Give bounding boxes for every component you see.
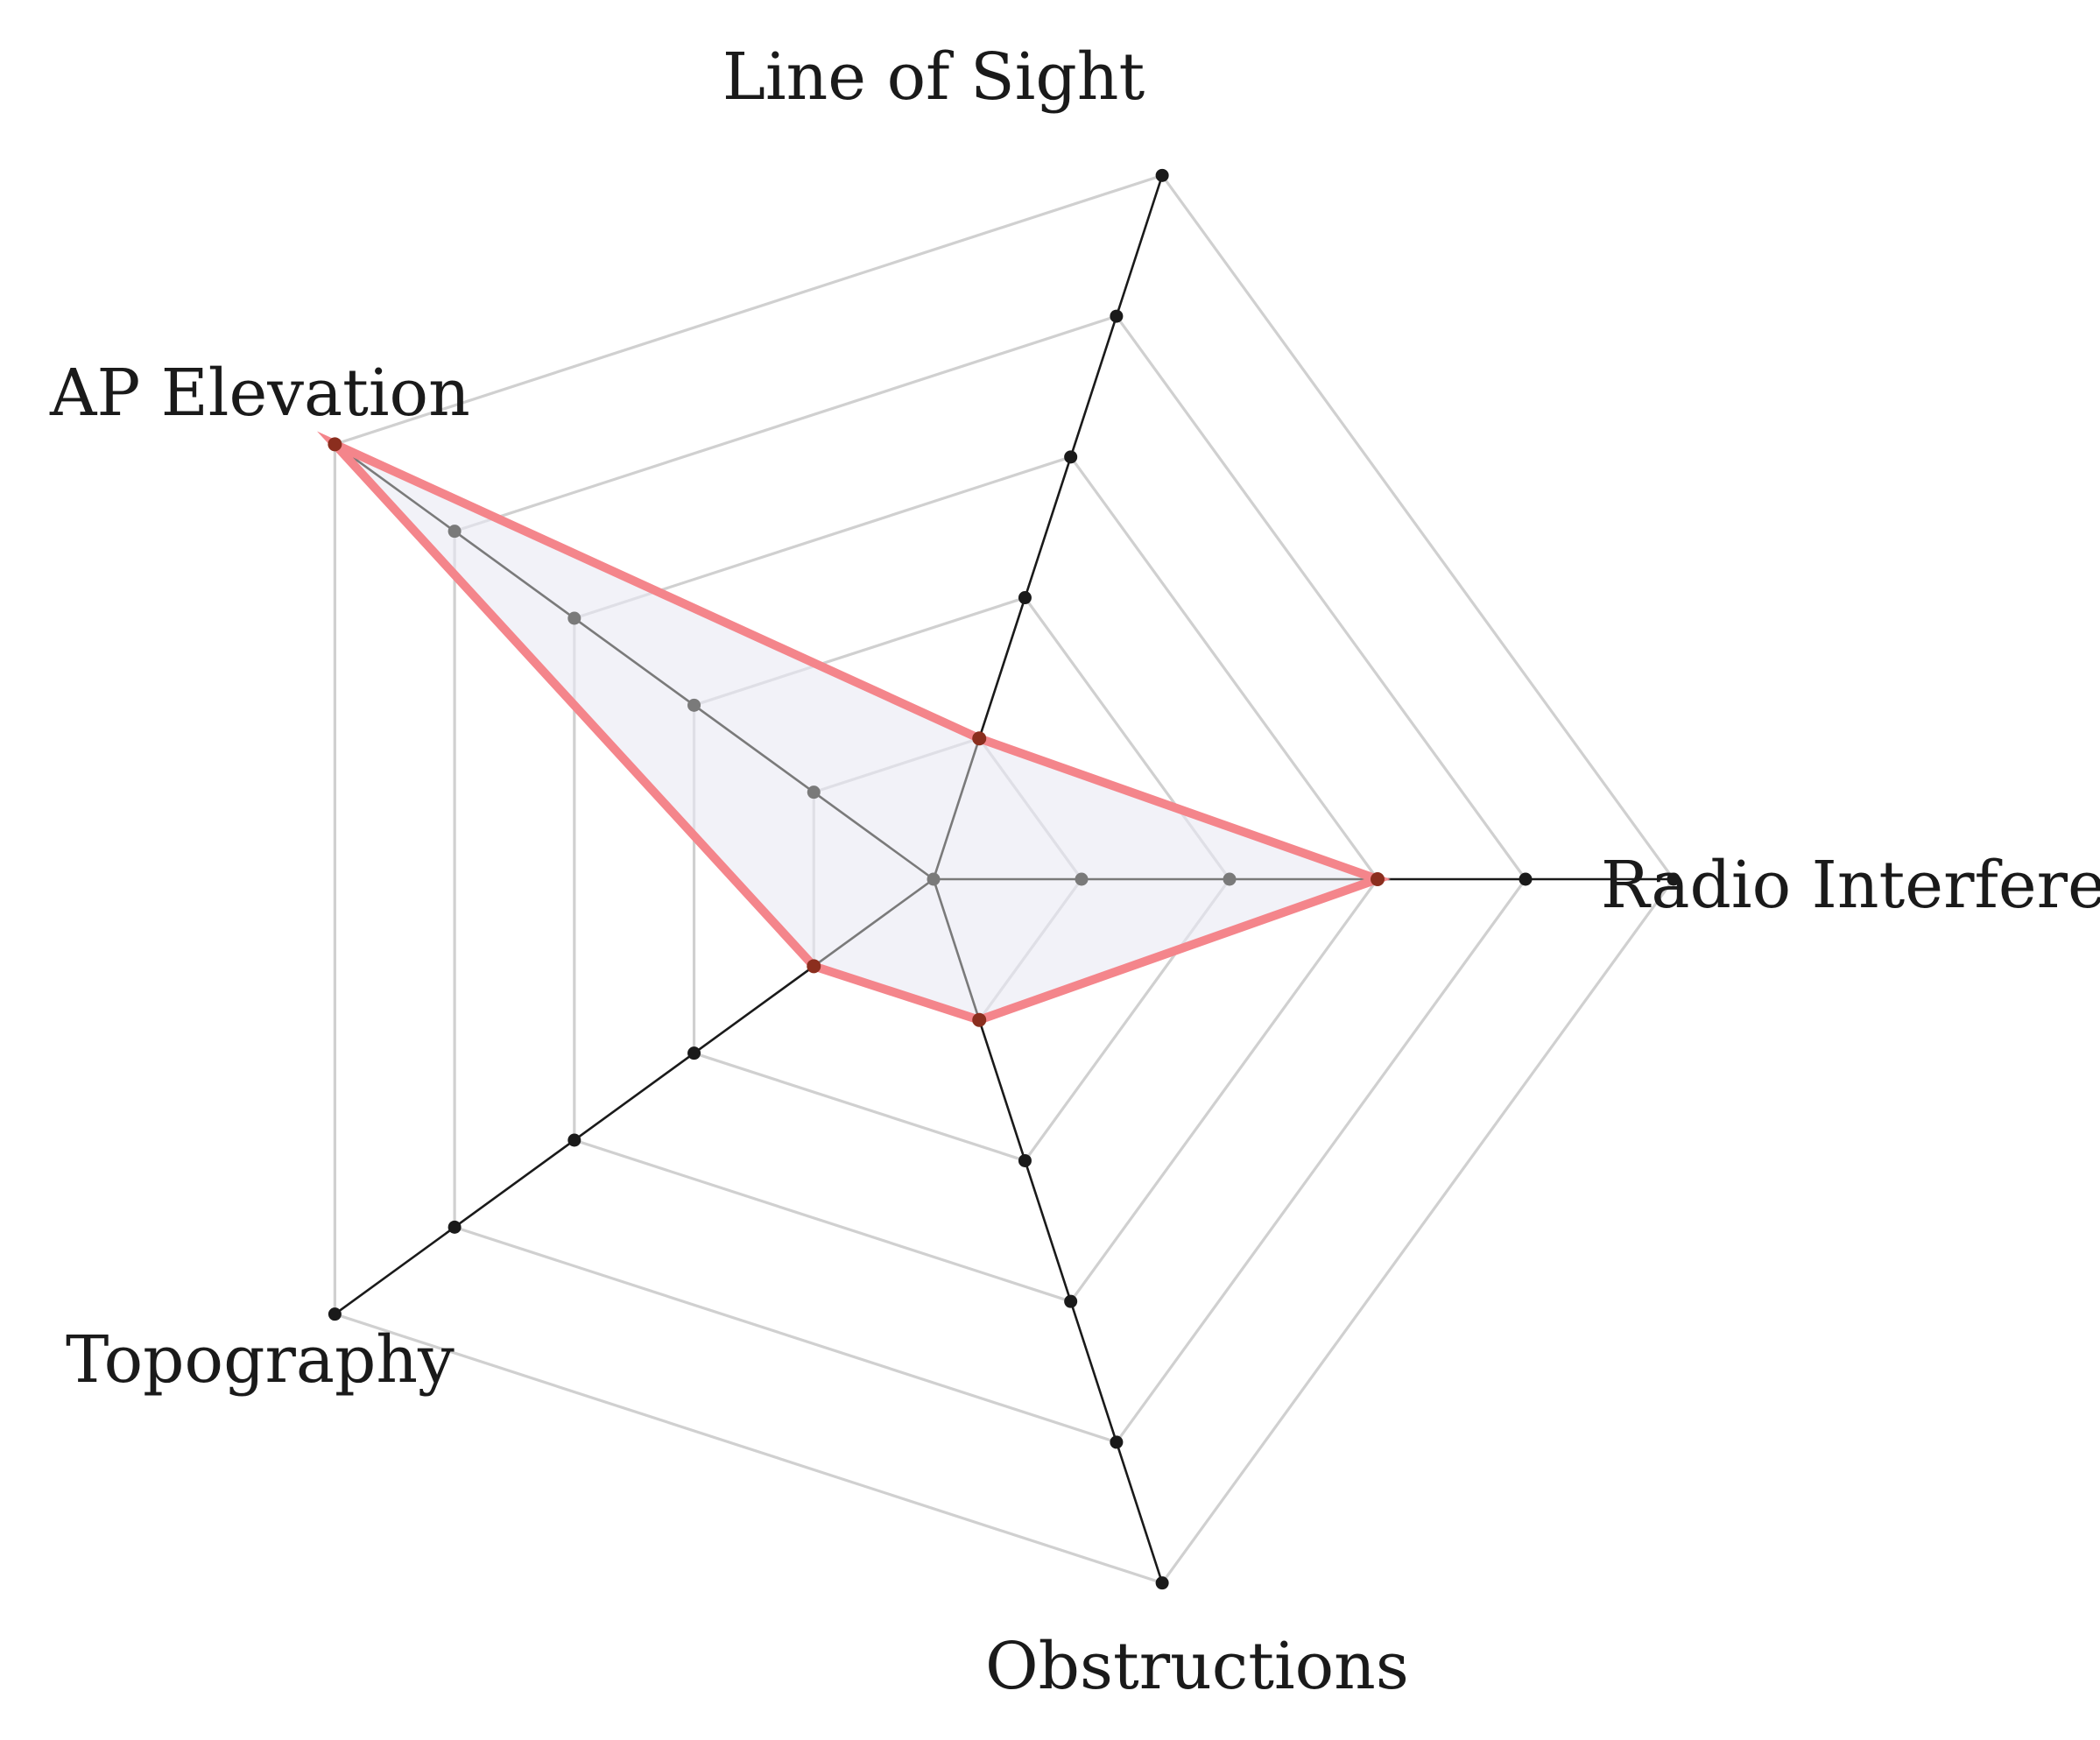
- axis-spoke-2: [932, 174, 1164, 880]
- axis-tick-dot: [328, 1307, 342, 1321]
- center-dot: [927, 872, 941, 886]
- series-fill-overlay: [335, 444, 1378, 1020]
- axis-tick-dot: [447, 525, 462, 539]
- axis-label-5: Obstructions: [985, 1629, 1409, 1704]
- axis-tick-dot: [687, 1046, 701, 1060]
- series-layer: [317, 431, 1392, 1027]
- axis-tick-dot: [1223, 872, 1237, 886]
- axis-label-3: AP Elevation: [49, 356, 470, 431]
- grid-ring-1: [812, 736, 1083, 1022]
- axis-tick-dot: [567, 611, 581, 625]
- axis-tick-dot: [1018, 1153, 1032, 1167]
- axis-tick-dot: [1110, 1435, 1124, 1449]
- grid-ring-3: [573, 454, 1379, 1304]
- axis-tick-dot: [447, 1220, 462, 1234]
- grid-ring-4: [453, 314, 1527, 1444]
- axis-spoke-5: [932, 878, 1164, 1584]
- axis-tick-dot: [567, 1133, 581, 1147]
- axis-tick-dot: [1075, 872, 1089, 886]
- axis-tick-dot: [687, 698, 701, 712]
- axis-tick-dot: [1018, 591, 1032, 605]
- axis-tick-dot: [1064, 1294, 1078, 1308]
- axis-label-1: Radio Interference: [1601, 848, 2100, 923]
- axis-tick-dot: [1064, 450, 1078, 464]
- axis-spoke-3: [334, 443, 934, 881]
- series-fill-layer: [335, 444, 1378, 1020]
- grid-layer: [333, 173, 1675, 1585]
- axis-label-4: Topography: [66, 1322, 455, 1398]
- grid-ring-2: [692, 595, 1231, 1163]
- axis-tick-dot: [1155, 168, 1169, 182]
- data-point: [328, 437, 342, 452]
- axis-tick-dot: [1155, 1576, 1169, 1590]
- series-fill: [335, 444, 1378, 1020]
- axis-label-2: Line of Sight: [722, 39, 1145, 115]
- axis-label-layer: Radio Interference Line of Sight AP Elevat…: [49, 39, 2100, 1704]
- axis-tick-dot: [807, 785, 821, 800]
- data-point: [972, 731, 987, 746]
- axis-tick-dot: [1519, 872, 1533, 886]
- data-point: [1371, 872, 1385, 886]
- data-point: [972, 1012, 987, 1027]
- axis-spoke-4: [334, 877, 934, 1315]
- data-point: [807, 959, 821, 974]
- grid-ring-5: [333, 173, 1675, 1585]
- axis-tick-dot: [1667, 872, 1681, 886]
- axis-tick-dot: [1110, 309, 1124, 323]
- series-line: [317, 431, 1392, 1025]
